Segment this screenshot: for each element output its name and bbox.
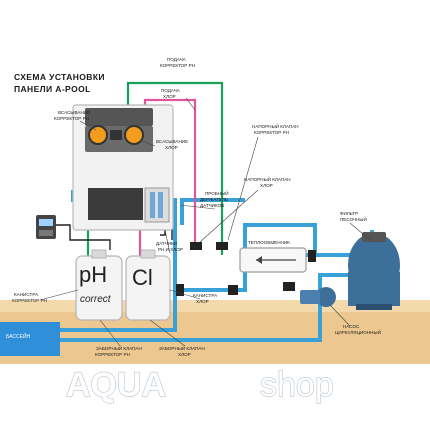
chlor-pump-head: [124, 125, 144, 145]
watermark-bold: AQUA: [66, 366, 166, 404]
valve-left: [176, 284, 184, 296]
label-intake-chlor-1: ЗАБОРНЫЙ КЛАПАН: [159, 344, 205, 351]
label-probe-holder-3: ДАТЧИКОВ: [200, 203, 224, 208]
label-canister-ph-2: КОРРЕКТОР PH: [12, 298, 47, 303]
label-podacha-chlor-1: ПОДАЧА: [161, 88, 181, 93]
label-napor-chlor-2: ХЛОР: [260, 183, 273, 188]
label-napor-chlor-1: НАПОРНЫЙ КЛАПАН: [244, 175, 291, 182]
label-probe-holder-1: ПРОБНЫЙ: [205, 189, 229, 196]
label-vsas-chlor-2: ХЛОР: [165, 145, 178, 150]
label-vsas-ph-2: КОРРЕКТОР PH: [54, 116, 89, 121]
label-heat-exchanger: ТЕПЛООБМЕННИК: [248, 240, 290, 245]
label-probe-holder-2: ДЕРЖАТЕЛЬ: [200, 197, 228, 202]
label-sensors-1: ДАТЧИКИ: [156, 241, 177, 246]
electronics-box: [88, 188, 143, 220]
label-canister-chlor-2: ХЛОР: [196, 299, 209, 304]
probe-2: [158, 192, 163, 218]
callout-labels: ПОДАЧА КОРРЕКТОР PH ПОДАЧА ХЛОР ВСАСЫВАН…: [12, 57, 381, 357]
controller-top: [85, 108, 153, 126]
valve-bypass: [228, 285, 238, 295]
label-intake-chlor-2: ХЛОР: [178, 352, 191, 357]
probe-1: [150, 192, 155, 218]
label-podacha-ph-2: КОРРЕКТОР PH: [160, 63, 195, 68]
valve-return: [283, 282, 295, 291]
label-vsas-ph-1: ВСАСЫВАНИЕ: [58, 110, 90, 115]
canister-ph-subtext: correct: [80, 294, 112, 305]
valve-chlor: [190, 242, 202, 250]
canister-ph: pH correct: [75, 249, 123, 321]
pump-display: [110, 130, 122, 140]
label-sensors-2: PH И ХЛОР: [158, 247, 183, 252]
valve-ph: [216, 242, 228, 250]
control-unit: [36, 215, 56, 239]
ph-pump-head: [88, 125, 108, 145]
probe-holder: [144, 187, 170, 223]
diagram-title-line2: ПАНЕЛИ A-POOL: [14, 84, 91, 94]
label-podacha-ph-1: ПОДАЧА: [167, 57, 187, 62]
canister-chlor-text: Cl: [132, 265, 153, 290]
watermark: AQUA shop: [65, 365, 334, 404]
pool: [0, 322, 60, 356]
label-intake-ph-2: КОРРЕКТОР PH: [95, 352, 130, 357]
sand-filter: [348, 232, 400, 310]
heat-exchanger: [239, 247, 307, 273]
label-filter-1: ФИЛЬТР: [340, 211, 358, 216]
label-canister-chlor-1: КАНИСТРА: [193, 293, 218, 298]
label-vsas-chlor-1: ВСАСЫВАНИЕ: [156, 139, 188, 144]
leader-lines: [39, 97, 371, 347]
pool-label: БАССЕЙН: [6, 332, 31, 340]
canister-chlor: Cl: [125, 249, 171, 321]
diagram-title-line1: СХЕМА УСТАНОВКИ: [14, 72, 105, 82]
dosing-panel: [72, 104, 174, 231]
canister-ph-text: pH: [79, 262, 107, 287]
label-napor-ph-1: НАПОРНЫЙ КЛАПАН: [252, 122, 299, 129]
circulation-pump: [300, 287, 336, 307]
label-napor-ph-2: КОРРЕКТОР PH: [254, 130, 289, 135]
label-filter-2: ПЕСОЧНЫЙ: [340, 215, 367, 222]
label-pump-2: ЦИРКУЛЯЦИОННЫЙ: [335, 328, 381, 335]
label-podacha-chlor-2: ХЛОР: [163, 94, 176, 99]
valves: [176, 242, 316, 296]
label-intake-ph-1: ЗАБОРНЫЙ КЛАПАН: [96, 344, 142, 351]
label-canister-ph-1: КАНИСТРА: [14, 292, 39, 297]
valve-right: [308, 250, 316, 262]
label-pump-1: НАСОС: [343, 324, 360, 329]
watermark-light: shop: [260, 366, 334, 404]
